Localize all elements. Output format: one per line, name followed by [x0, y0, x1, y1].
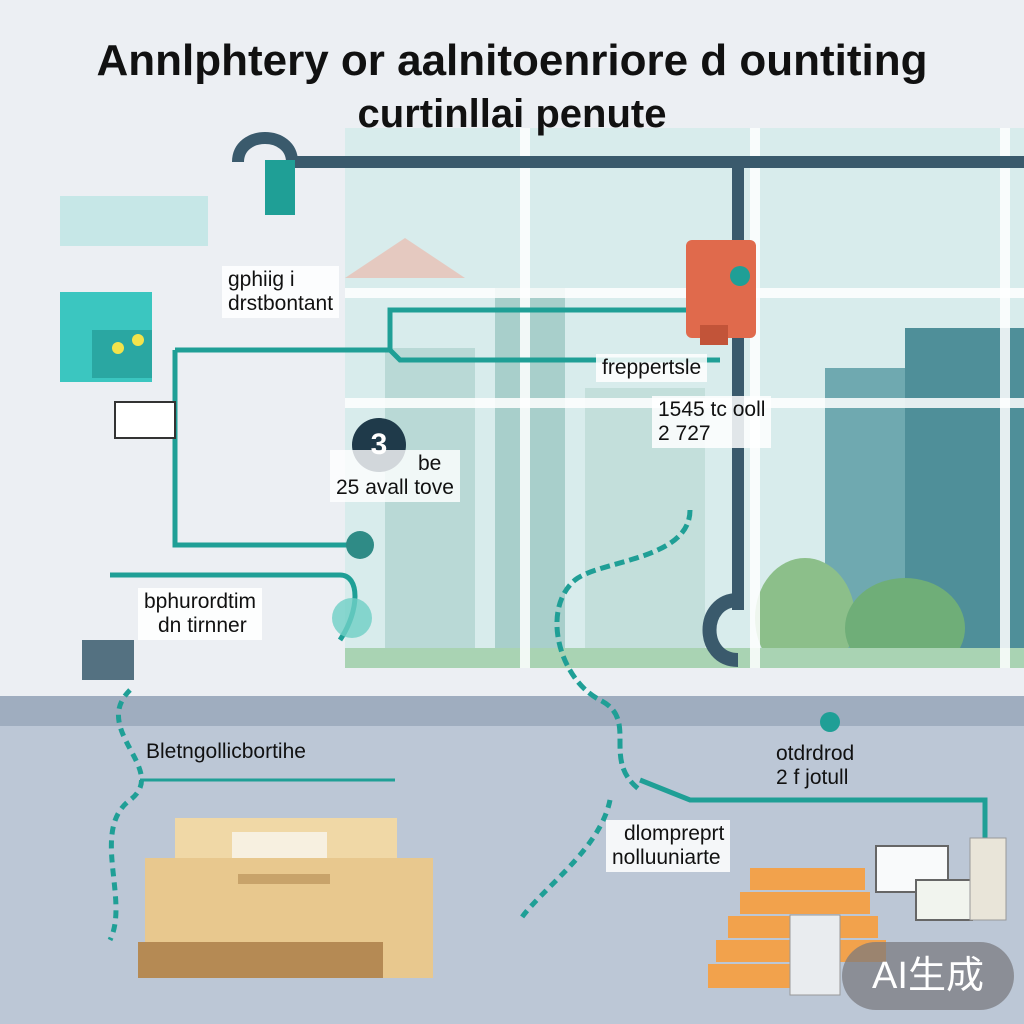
label-bottom-right: otdrdrod 2 f jotull — [770, 740, 860, 792]
label-bottom-left: Bletngollicbortihe — [146, 740, 306, 763]
label-top-left-line1: gphiig i — [228, 268, 295, 291]
pipe-bend — [702, 593, 739, 667]
window — [345, 128, 1024, 678]
main-pipe — [232, 132, 1024, 168]
teal-device-icon — [60, 196, 208, 439]
label-center-tag: be 25 avall tove — [330, 450, 460, 502]
ai-generated-badge: AI生成 — [842, 942, 1014, 1010]
pipe-node — [332, 598, 372, 638]
label-right-values: 1545 tc ooll 2 727 — [652, 396, 772, 448]
page-subtitle: curtinllai penute — [357, 92, 667, 136]
data-line — [172, 350, 360, 548]
data-line — [107, 688, 145, 942]
file-box-icon — [138, 818, 433, 978]
label-left-mid-line1: bphurordtim — [144, 590, 257, 613]
document-stack-icon — [708, 837, 1007, 996]
label-top-left-line2: drstbontant — [228, 292, 334, 315]
data-line — [554, 509, 693, 792]
roof — [345, 238, 465, 278]
label-top-left: gphiig i drstbontant — [222, 266, 340, 318]
monitor-icon — [82, 640, 134, 680]
label-bottom-center-line2: nolluuniarte — [612, 846, 721, 869]
label-left-mid-line2: dn tirnner — [158, 614, 247, 637]
label-right-values-line1: 1545 tc ooll — [658, 398, 766, 421]
floor-band — [0, 696, 1024, 726]
orange-device-icon — [686, 240, 756, 345]
window-scene — [345, 128, 1024, 678]
label-mid-right: freppertsle — [596, 354, 708, 382]
label-right-values-line2: 2 727 — [658, 422, 711, 445]
pipe-node — [346, 531, 374, 559]
label-bottom-right-line2: 2 f jotull — [776, 766, 849, 789]
label-left-mid: bphurordtim dn tirnner — [138, 588, 263, 640]
sensor-dot — [820, 712, 840, 732]
data-line — [175, 307, 690, 353]
data-line — [517, 799, 613, 922]
label-bottom-center: dlompreprt nolluuniarte — [606, 820, 731, 872]
data-line — [639, 777, 988, 840]
label-center-tag-line1: be — [418, 452, 442, 475]
label-center-tag-line2: 25 avall tove — [336, 476, 454, 499]
page-title: Annlphtery or aalnitoenriore d ountiting — [96, 36, 928, 85]
label-bottom-center-line1: dlompreprt — [624, 822, 725, 845]
label-bottom-right-line1: otdrdrod — [776, 742, 855, 765]
pipe-valve — [265, 160, 295, 215]
